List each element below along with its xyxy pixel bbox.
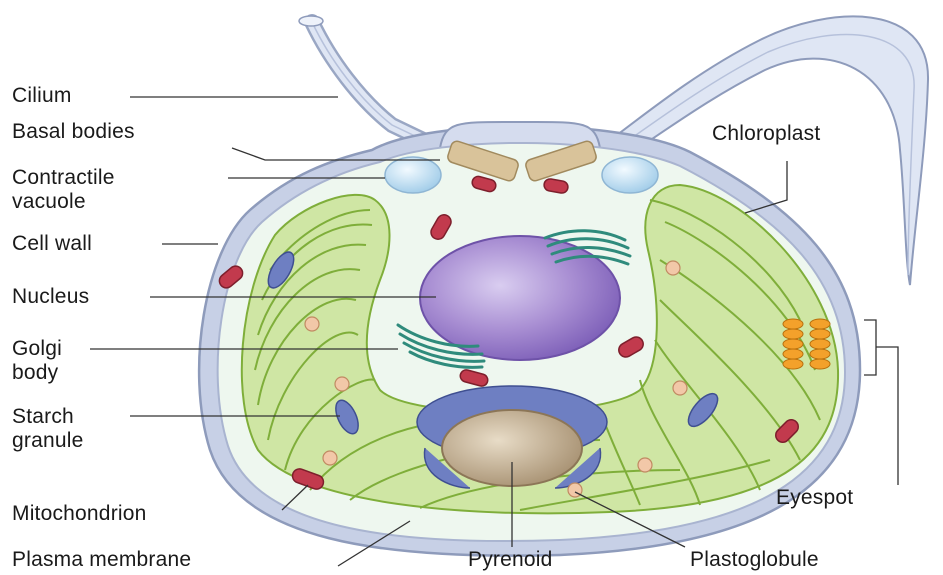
label-plasma-membrane: Plasma membrane <box>12 548 191 572</box>
label-starch-granule: Starch granule <box>12 405 83 453</box>
label-contractile-vacuole: Contractile vacuole <box>12 166 115 214</box>
label-cell-wall: Cell wall <box>12 232 92 256</box>
cilium-left <box>299 16 440 148</box>
contractile-vacuole-left <box>385 157 441 193</box>
label-golgi-body: Golgi body <box>12 337 62 385</box>
nucleus <box>420 236 620 360</box>
label-cilium: Cilium <box>12 84 72 108</box>
label-nucleus: Nucleus <box>12 285 89 309</box>
label-basal-bodies: Basal bodies <box>12 120 135 144</box>
label-eyespot: Eyespot <box>776 486 853 510</box>
label-chloroplast: Chloroplast <box>712 122 820 146</box>
label-pyrenoid: Pyrenoid <box>468 548 552 572</box>
label-mitochondrion: Mitochondrion <box>12 502 147 526</box>
label-plastoglobule: Plastoglobule <box>690 548 819 572</box>
contractile-vacuole-right <box>602 157 658 193</box>
